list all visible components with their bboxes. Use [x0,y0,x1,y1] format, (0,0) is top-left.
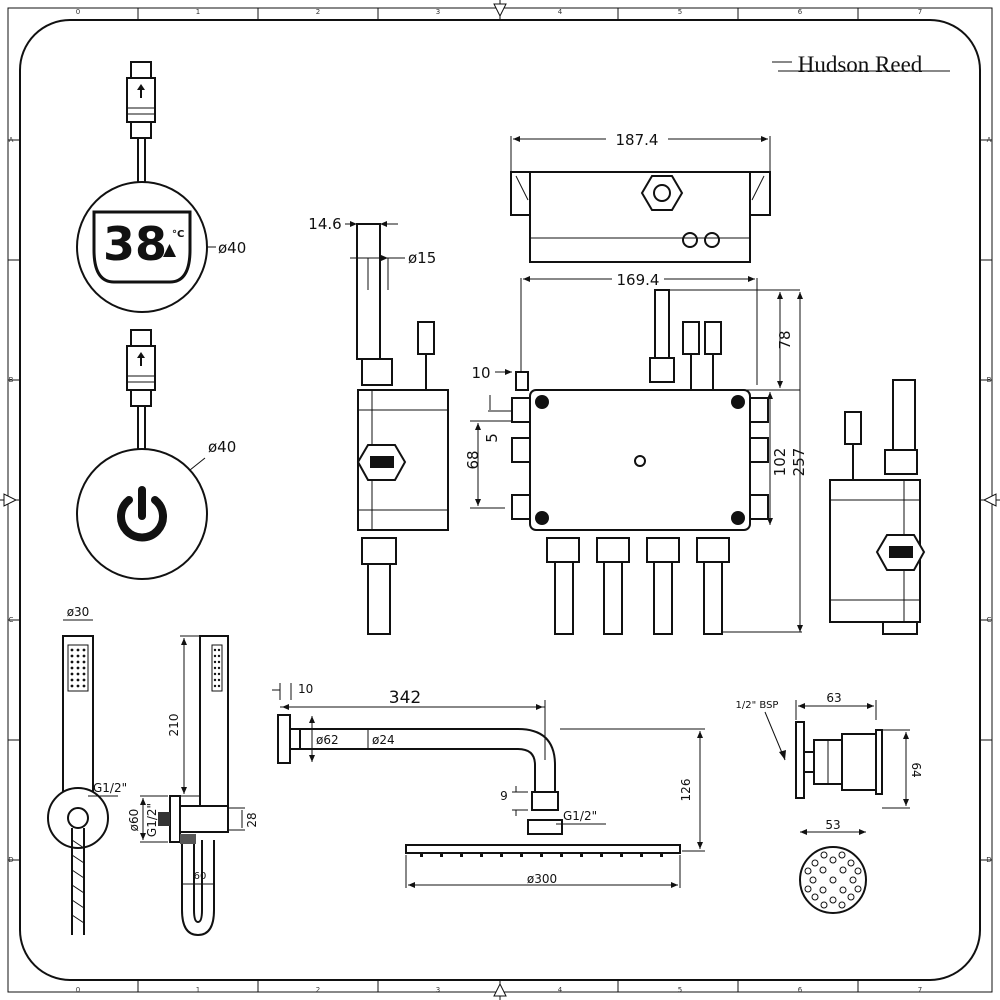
center-marker-bottom [493,980,507,1000]
grid-col-1-bottom: 1 [196,986,200,994]
valve-front-view: 169.4 78 102 257 10 5 68 [464,270,808,635]
grid-col-5-bottom: 5 [678,986,682,994]
body-jet-height-label: 64 [909,762,923,777]
arm-thread-label: G1/2" [563,809,597,823]
grid-row-b: B [9,376,14,384]
power-controller-diameter: ø40 [208,438,236,456]
power-controller: ø40 [76,329,236,580]
center-marker-right [980,493,1000,507]
holder-depth-label: 28 [245,812,259,827]
body-jet-face [799,846,867,914]
grid-row-b-right: B [987,376,992,384]
temperature-readout: 38 [103,217,167,271]
shower-arm-and-head: 10 342 ø62 ø24 9 G1/2" 126 [272,682,705,888]
grid-row-c: C [9,616,14,624]
grid-row-d: D [8,856,13,864]
grid-col-0-bottom: 0 [76,986,80,994]
grid-col-2-bottom: 2 [316,986,320,994]
grid-col-1: 1 [196,8,200,16]
brand-logo: Hudson Reed [772,52,950,77]
center-marker-top [493,0,507,20]
digital-controller: 38 °C ø40 [76,61,246,313]
handset-side-view: 210 ø60 G1/2" 28 60 [127,635,259,937]
grid-col-2: 2 [316,8,320,16]
grid-col-0: 0 [76,8,80,16]
grid-col-5: 5 [678,8,682,16]
valve-total-height-label: 257 [790,448,808,477]
center-marker-left [0,493,20,507]
grid-col-6-bottom: 6 [798,986,803,994]
hose-spacing-label: 60 [194,871,207,882]
body-jet-width-label: 63 [826,691,841,705]
temperature-unit: °C [172,229,184,240]
power-icon [117,486,167,542]
grid-col-7-bottom: 7 [918,986,922,994]
digital-controller-diameter: ø40 [218,239,246,257]
arm-length-label: 342 [389,688,421,708]
handset-head-diameter-label: ø30 [67,605,90,619]
valve-side-view-left: 14.6 ø15 [308,215,449,635]
valve-top-width-label: 187.4 [616,131,659,149]
grid-row-a: A [9,136,14,144]
valve-body-height-label: 102 [771,448,789,477]
body-jet: 1/2" BSP 63 64 53 [736,691,923,914]
body-jet-nozzles [804,851,862,909]
side-depth-label: 14.6 [308,215,341,233]
grid-col-4-bottom: 4 [558,986,563,994]
handset-front-view: ø30 G1/2" [47,605,127,935]
grid-row-c-right: C [987,616,992,624]
grid-row-d-right: D [986,856,991,864]
valve-offset-label: 10 [471,364,490,382]
valve-bracket-height-label: 68 [464,450,482,469]
valve-top-height-label: 78 [776,330,794,349]
arm-offset-label: 10 [298,682,313,696]
warning-icon [163,244,176,257]
grid-col-3-bottom: 3 [436,986,440,994]
grid-col-7: 7 [918,8,922,16]
body-jet-face-diameter-label: 53 [825,818,840,832]
valve-top-view: 187.4 [510,130,771,263]
arm-flange-diameter-label: ø62 [316,733,339,747]
arm-drop-label: 126 [679,779,693,802]
handset-length-label: 210 [167,714,181,737]
grid-col-6: 6 [798,8,803,16]
shower-head-diameter-label: ø300 [527,872,557,886]
grid-col-4: 4 [558,8,563,16]
body-jet-thread-label: 1/2" BSP [736,700,779,711]
shower-head-nozzles [420,853,663,857]
grid-row-a-right: A [987,136,992,144]
valve-front-width-label: 169.4 [617,271,660,289]
arm-tube-diameter-label: ø24 [372,733,395,747]
valve-small-dim-label: 5 [483,433,501,443]
arm-nut-label: 9 [500,789,508,803]
valve-side-view-right [829,379,926,635]
handset-thread-label: G1/2" [93,781,127,795]
brand-name: Hudson Reed [798,52,923,77]
side-pipe-diameter-label: ø15 [408,249,436,267]
grid-col-3: 3 [436,8,440,16]
holder-outlet-diameter-label: ø60 [127,809,141,832]
holder-outlet-thread-label: G1/2" [145,803,159,837]
